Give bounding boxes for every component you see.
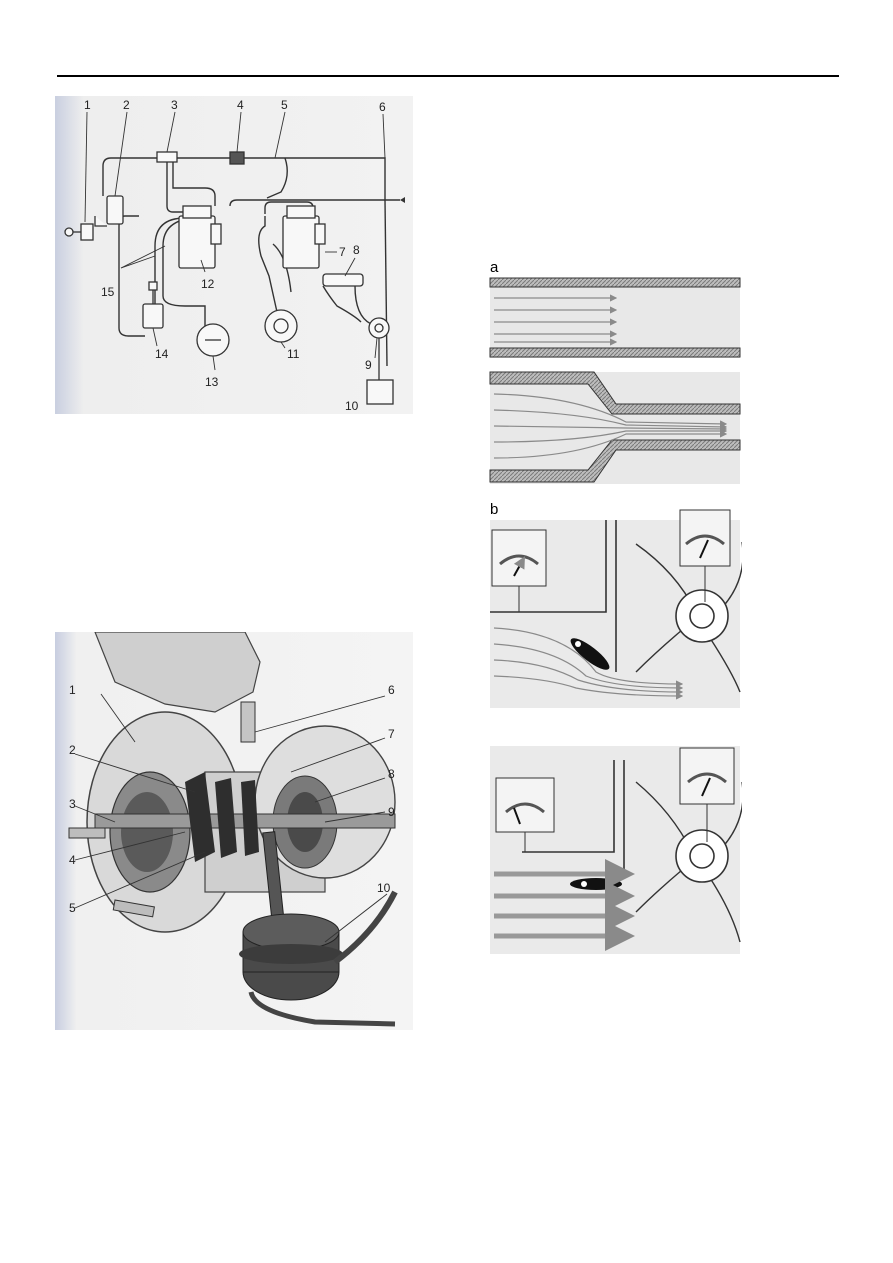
label-4: 4 — [69, 853, 76, 867]
label-4: 4 — [237, 98, 244, 112]
label-2: 2 — [123, 98, 130, 112]
label-2: 2 — [69, 743, 76, 757]
panel-label-b: b — [490, 501, 498, 518]
vacuum-system-diagram: 1 2 3 4 5 6 7 8 9 10 11 12 13 14 15 — [55, 96, 413, 414]
label-9: 9 — [365, 358, 372, 372]
panel-label-a: a — [490, 259, 499, 276]
label-3: 3 — [69, 797, 76, 811]
label-5: 5 — [69, 901, 76, 915]
label-8: 8 — [388, 767, 395, 781]
label-11: 11 — [287, 347, 300, 361]
label-15: 15 — [101, 285, 115, 299]
label-7: 7 — [339, 245, 346, 259]
label-8: 8 — [353, 243, 360, 257]
label-6: 6 — [379, 100, 386, 114]
label-5: 5 — [281, 98, 288, 112]
label-9: 9 — [388, 805, 395, 819]
label-14: 14 — [155, 347, 169, 361]
label-13: 13 — [205, 375, 219, 389]
header-rule — [57, 75, 839, 77]
label-7: 7 — [388, 727, 395, 741]
label-10: 10 — [377, 881, 391, 895]
label-6: 6 — [388, 683, 395, 697]
label-10: 10 — [345, 399, 359, 413]
label-12: 12 — [201, 277, 215, 291]
label-1: 1 — [69, 683, 76, 697]
turbocharger-cutaway-illustration: 1 2 3 4 5 6 7 8 9 10 — [55, 632, 413, 1030]
airflow-throttle-diagram: a b — [486, 252, 742, 954]
label-3: 3 — [171, 98, 178, 112]
label-1: 1 — [84, 98, 91, 112]
